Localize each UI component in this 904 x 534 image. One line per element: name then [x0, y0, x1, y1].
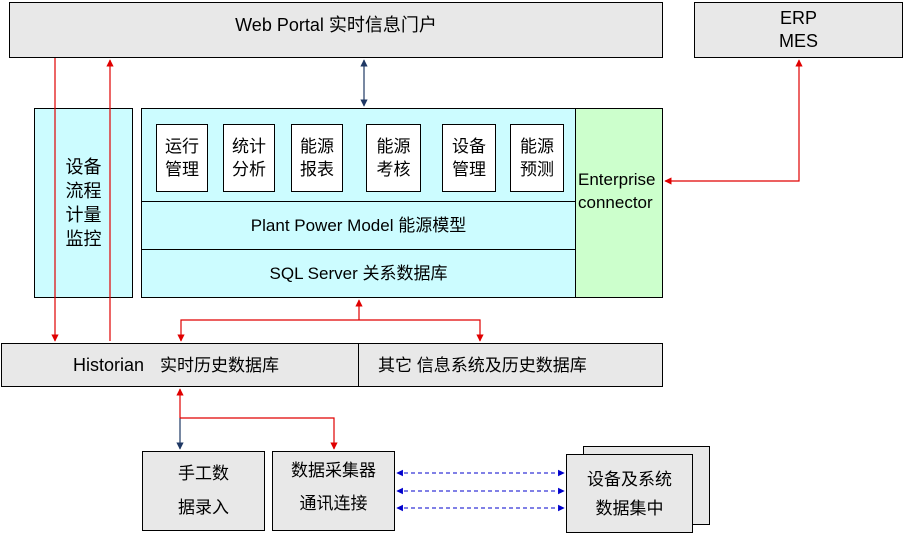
- erp-connector-arrow: [664, 59, 803, 185]
- collector-to-historian-line: [180, 417, 338, 450]
- module-statistics: 统计 分析: [223, 124, 275, 192]
- module-label: 设备 管理: [452, 137, 486, 179]
- power-model-label: Plant Power Model 能源模型: [250, 216, 467, 235]
- sql-server-label: SQL Server 关系数据库: [269, 264, 448, 283]
- module-label: 统计 分析: [232, 137, 266, 179]
- equipment-box: 设备及系统 数据集中: [566, 454, 693, 533]
- enterprise-connector-box: Enterprise connector: [575, 108, 663, 298]
- erp-mes-box: ERP MES: [694, 2, 903, 58]
- data-collector-title: 数据采集器: [291, 461, 376, 480]
- historian-box: Historian 实时历史数据库: [1, 343, 359, 387]
- other-systems-box: 其它 信息系统及历史数据库: [358, 343, 663, 387]
- web-portal-label: Web Portal 实时信息门户: [235, 15, 437, 35]
- erp-mes-label: ERP MES: [778, 8, 818, 51]
- module-energy-assessment: 能源 考核: [366, 124, 421, 192]
- monitor-label: 设备 流程 计量 监控: [65, 157, 102, 249]
- platform-bus: [177, 319, 484, 342]
- other-systems-label: 其它 信息系统及历史数据库: [378, 355, 587, 375]
- module-operation: 运行 管理: [156, 124, 208, 192]
- historian-db-label: 实时历史数据库: [160, 355, 280, 375]
- sql-server-box: SQL Server 关系数据库: [141, 249, 576, 298]
- module-energy-report: 能源 报表: [291, 124, 343, 192]
- power-model-box: Plant Power Model 能源模型: [141, 201, 576, 250]
- data-collector-sub: 通讯连接: [299, 494, 368, 513]
- data-collector-box: 数据采集器 通讯连接: [272, 451, 395, 531]
- module-equipment: 设备 管理: [442, 124, 496, 192]
- module-label: 能源 考核: [376, 137, 411, 179]
- module-label: 能源 报表: [300, 137, 334, 179]
- enterprise-connector-label: Enterprise connector: [578, 170, 656, 212]
- historian-label: Historian: [73, 354, 145, 375]
- module-label: 运行 管理: [165, 137, 199, 179]
- monitor-box: 设备 流程 计量 监控: [34, 108, 133, 298]
- module-label: 能源 预测: [520, 137, 554, 179]
- web-portal-box: Web Portal 实时信息门户: [9, 2, 663, 58]
- platform-modules-area: [141, 108, 576, 202]
- manual-entry-box: 手工数 据录入: [142, 451, 265, 531]
- equipment-label: 设备及系统 数据集中: [587, 469, 672, 518]
- manual-entry-label: 手工数 据录入: [178, 464, 229, 517]
- module-energy-forecast: 能源 预测: [510, 124, 564, 192]
